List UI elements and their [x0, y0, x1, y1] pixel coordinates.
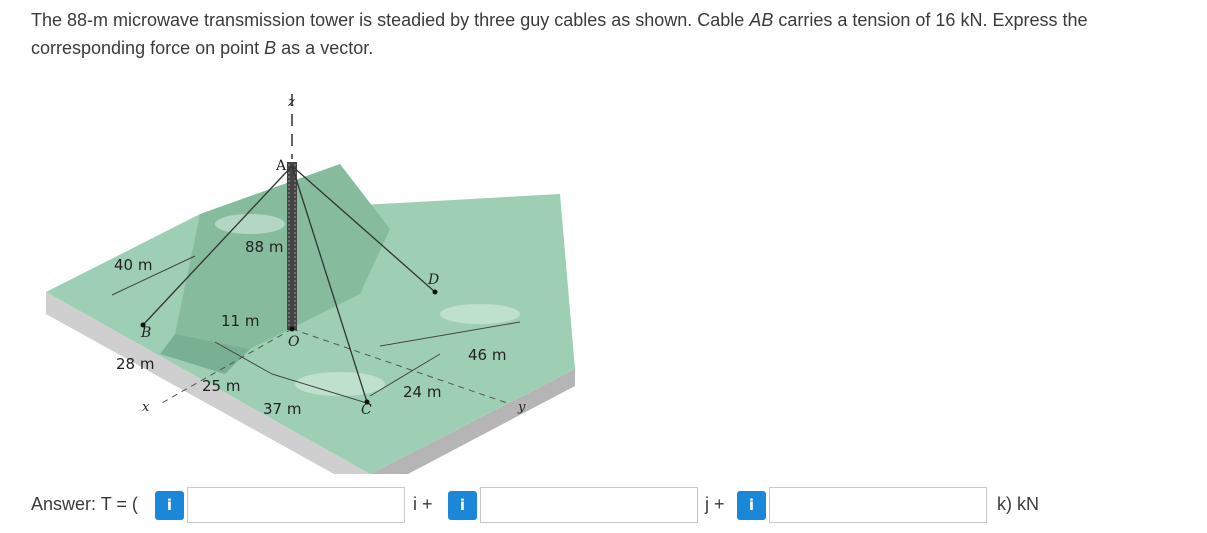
label-a: A — [275, 158, 287, 174]
label-25m: 25 m — [202, 377, 240, 395]
j-component-input[interactable] — [480, 487, 698, 523]
label-c: C — [361, 402, 372, 418]
dim-24-line — [369, 353, 441, 397]
point-b-marker — [140, 322, 146, 328]
question-text: The 88-m microwave transmission tower is… — [31, 10, 1088, 58]
label-46m: 46 m — [468, 346, 506, 364]
label-28m: 28 m — [116, 355, 154, 373]
tower — [287, 162, 297, 330]
answer-label: Answer: T = ( — [31, 494, 138, 514]
label-24m: 24 m — [403, 383, 441, 401]
slab-front-side — [46, 292, 370, 494]
dim-46-line — [379, 321, 521, 347]
ground-patch — [295, 372, 385, 396]
i-component-input[interactable] — [187, 487, 405, 523]
dim-40-line — [111, 255, 196, 296]
label-37m: 37 m — [263, 400, 301, 418]
i-unit-label: i + — [413, 494, 433, 514]
slab-right-side — [370, 369, 575, 494]
answer-row: Answer: T = ( i i + i j + i k) kN — [0, 486, 1207, 526]
label-40m: 40 m — [114, 256, 152, 274]
k-component-input[interactable] — [769, 487, 987, 523]
j-unit-label: j + — [705, 494, 725, 514]
point-c-marker — [364, 399, 370, 405]
point-o-marker — [289, 326, 295, 332]
point-d-marker — [432, 289, 438, 295]
tower-diagram: z A 88 m 40 m D B 11 m O 46 m 28 m 25 m … — [46, 94, 575, 494]
embankment — [175, 164, 390, 349]
label-y: y — [517, 400, 526, 415]
info-icon[interactable]: i — [448, 491, 477, 520]
info-icon[interactable]: i — [737, 491, 766, 520]
ground-patch — [215, 214, 285, 234]
cable-ab — [142, 165, 293, 326]
point-label: B — [264, 38, 277, 58]
label-o: O — [288, 334, 300, 350]
info-icon[interactable]: i — [155, 491, 184, 520]
dim-37-line — [271, 373, 371, 405]
x-axis-line — [159, 328, 293, 405]
cable-label: AB — [749, 10, 774, 30]
y-axis-line — [291, 328, 511, 405]
label-11m: 11 m — [221, 312, 259, 330]
cable-ad — [291, 165, 436, 293]
label-d: D — [427, 272, 439, 288]
embankment-face — [160, 334, 250, 374]
label-z: z — [287, 95, 295, 110]
label-88m: 88 m — [245, 238, 283, 256]
label-x: x — [142, 400, 150, 415]
cable-ac — [291, 165, 368, 403]
tower-figure: z A 88 m 40 m D B 11 m O 46 m 28 m 25 m … — [40, 84, 580, 494]
k-unit-label: k) kN — [997, 494, 1039, 514]
label-b: B — [140, 325, 151, 341]
dim-25-line — [214, 341, 273, 375]
ground-patch — [440, 304, 520, 324]
